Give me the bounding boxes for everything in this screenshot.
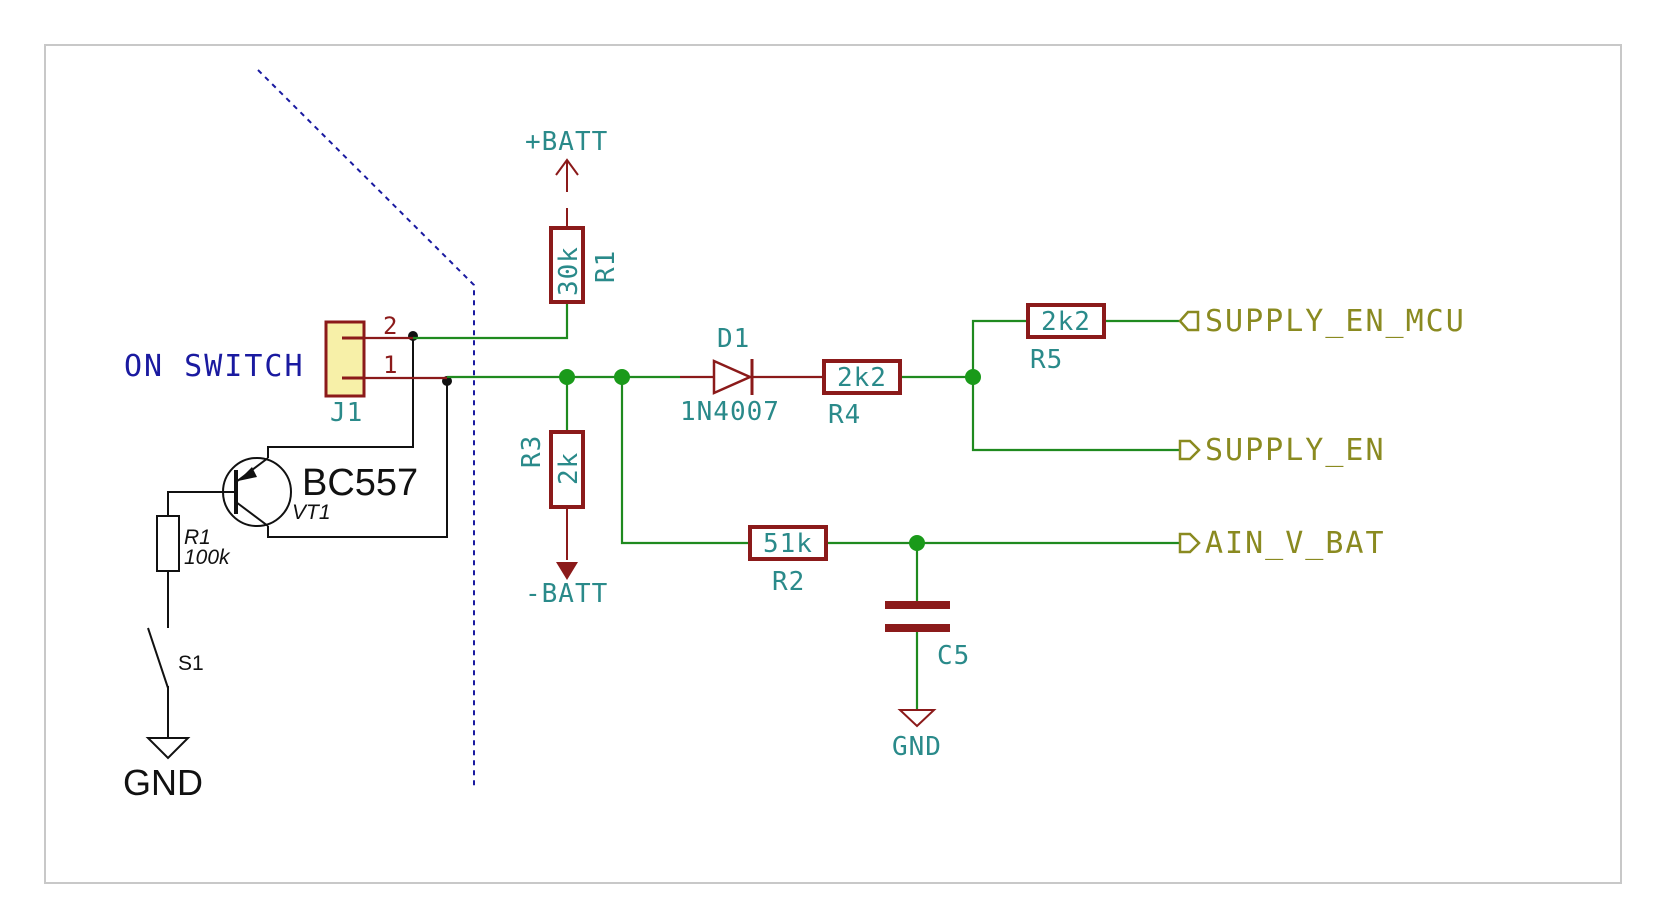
wire-to-r2 xyxy=(620,377,750,545)
diode-ref: D1 xyxy=(717,324,750,354)
r2-value: 51k xyxy=(763,529,813,559)
base-resistor-value: 100k xyxy=(184,546,231,569)
base-wire xyxy=(167,491,236,516)
r4-body xyxy=(822,359,902,395)
r1-pullup-ref: R1 xyxy=(591,250,621,283)
minus-batt-arrow-icon xyxy=(556,562,578,580)
r4-value: 2k2 xyxy=(837,363,887,393)
wire-node-to-supply-en xyxy=(971,377,1180,452)
transistor-value: BC557 xyxy=(302,462,418,504)
emitter-wire xyxy=(267,336,414,458)
r1-pullup-value: 30k xyxy=(554,246,584,296)
junction-pin2 xyxy=(408,331,418,341)
plus-batt-arrow-icon xyxy=(555,158,579,176)
divider-dashed-line xyxy=(257,69,475,790)
junction-c5 xyxy=(909,535,925,551)
left-ground-label: GND xyxy=(123,762,203,803)
cap-ground-icon xyxy=(897,709,937,728)
diode-triangle-icon xyxy=(712,359,754,395)
ain-v-bat-flag-icon xyxy=(1178,532,1201,554)
r3-ref: R3 xyxy=(517,435,547,468)
r3-body xyxy=(549,430,585,509)
base-resistor-body xyxy=(156,515,180,572)
r2-body xyxy=(748,525,828,561)
r4-ref: R4 xyxy=(828,400,861,430)
junction-r3 xyxy=(559,369,575,385)
switch-ref: S1 xyxy=(178,652,204,675)
supply-en-mcu-label: SUPPLY_EN_MCU xyxy=(1205,304,1466,339)
cap-ground-label: GND xyxy=(892,732,942,762)
transistor-emitter-arrow xyxy=(238,467,257,481)
capacitor-ref: C5 xyxy=(937,641,970,671)
r5-ref: R5 xyxy=(1030,345,1063,375)
diode-value: 1N4007 xyxy=(680,397,780,427)
left-ground-icon xyxy=(145,737,191,760)
wire-node-to-r5 xyxy=(971,319,1028,377)
r1-pullup-body xyxy=(549,226,585,304)
r2-ref: R2 xyxy=(772,567,805,597)
transistor-ref: VT1 xyxy=(292,501,331,524)
minus-batt-label: -BATT xyxy=(525,579,608,609)
supply-en-label: SUPPLY_EN xyxy=(1205,433,1386,468)
junction-r2 xyxy=(614,369,630,385)
ain-v-bat-label: AIN_V_BAT xyxy=(1205,526,1386,561)
base-resistor-ref: R1 xyxy=(184,526,211,549)
connector-pin1-number: 1 xyxy=(383,351,397,379)
supply-en-flag-icon xyxy=(1178,439,1201,461)
r5-value: 2k2 xyxy=(1041,307,1091,337)
r5-body xyxy=(1026,303,1106,339)
r3-value: 2k xyxy=(554,452,584,485)
connector-value: ON SWITCH xyxy=(124,349,305,384)
supply-en-mcu-flag-icon xyxy=(1178,310,1200,332)
junction-outputs xyxy=(965,369,981,385)
switch-lever xyxy=(147,627,169,689)
plus-batt-label: +BATT xyxy=(525,127,608,157)
connector-ref: J1 xyxy=(330,398,363,428)
wire-pin2-to-r1 xyxy=(413,302,569,340)
connector-pin2-number: 2 xyxy=(383,312,397,340)
sheet-frame xyxy=(44,44,1622,884)
transistor-collector-lead xyxy=(235,501,269,527)
connector-body xyxy=(324,320,366,398)
collector-wire xyxy=(267,381,448,538)
